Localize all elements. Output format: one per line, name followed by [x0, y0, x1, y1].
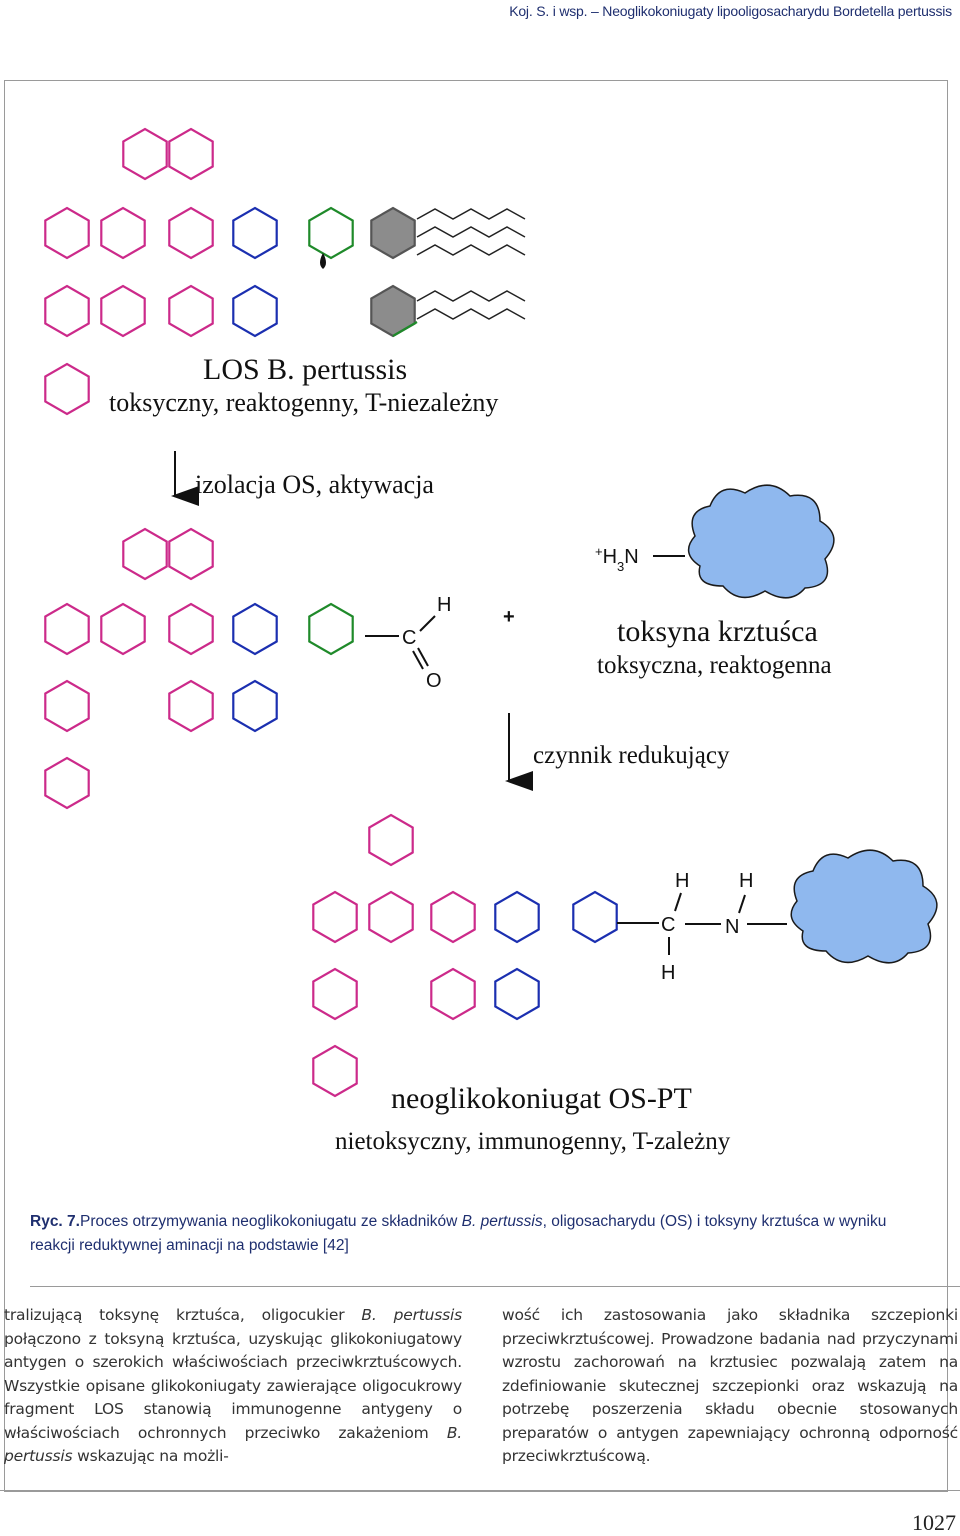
- toxin-subtitle: toksyczna, reaktogenna: [597, 652, 832, 679]
- los-sugar-hex: [308, 206, 354, 260]
- los-sugar-hex: [122, 127, 168, 181]
- toxin-cloud-1: [687, 484, 835, 599]
- os-sugar-hex: [232, 602, 278, 656]
- section-divider: [30, 1286, 960, 1287]
- conjugate-sugar-hex: [430, 890, 476, 944]
- column-left: tralizującą toksynę krztuśca, oligocukie…: [4, 1306, 462, 1465]
- os-sugar-hex: [168, 527, 214, 581]
- los-sugar-hex: [232, 284, 278, 338]
- los-sugar-hex: [232, 206, 278, 260]
- running-header: Koj. S. i wsp. – Neoglikokoniugaty lipoo…: [509, 3, 952, 19]
- los-sugar-hex: [168, 284, 214, 338]
- los-sugar-hex: [168, 206, 214, 260]
- los-sugar-hex: [100, 284, 146, 338]
- product-n: N: [725, 916, 739, 938]
- caption-label: Ryc. 7.: [30, 1213, 80, 1230]
- aldehyde-o: O: [426, 670, 442, 692]
- conjugate-title: neoglikokoniugat OS-PT: [391, 1082, 692, 1115]
- os-sugar-hex: [232, 679, 278, 733]
- toxin-title: toksyna krztuśca: [617, 615, 818, 648]
- plus-sign: +: [503, 606, 515, 628]
- os-sugar-hex: [44, 756, 90, 810]
- toxin-cloud-2: [790, 849, 938, 964]
- os-sugar-hex: [44, 602, 90, 656]
- aldehyde-c: C: [402, 627, 416, 649]
- conjugate-sugar-hex: [368, 813, 414, 867]
- column-right: wość ich zastosowania jako składnika szc…: [502, 1306, 958, 1465]
- los-sugar-hex: [44, 206, 90, 260]
- os-sugar-hex: [100, 602, 146, 656]
- step1-label: izolacja OS, aktywacja: [195, 470, 434, 499]
- product-h2: H: [661, 962, 675, 984]
- conjugate-sugar-hex: [312, 890, 358, 944]
- os-sugar-hex: [122, 527, 168, 581]
- conjugate-sugar-hex: [430, 967, 476, 1021]
- conjugate-sugar-hex: [368, 890, 414, 944]
- los-sugar-hex: [100, 206, 146, 260]
- los-sugar-hex: [44, 362, 90, 416]
- footer-divider: [0, 1490, 960, 1491]
- product-h3: H: [739, 870, 753, 892]
- aldehyde-h: H: [437, 594, 451, 616]
- amine-group: +H3N: [595, 544, 639, 574]
- os-sugar-hex: [308, 602, 354, 656]
- los-sugar-hex: [370, 284, 416, 338]
- os-sugar-hex: [168, 602, 214, 656]
- conjugate-sugar-hex: [494, 967, 540, 1021]
- conjugate-sugar-hex: [494, 890, 540, 944]
- lipid-chains: [416, 208, 526, 320]
- los-sugar-hex: [370, 206, 416, 260]
- reaction-diagram: LOS B. pertussis toksyczny, reaktogenny,…: [44, 127, 938, 1155]
- los-subtitle: toksyczny, reaktogenny, T-niezależny: [109, 388, 498, 417]
- conjugate-sugar-hex: [312, 967, 358, 1021]
- phosphate-drop: [320, 253, 326, 269]
- os-sugar-hex: [44, 679, 90, 733]
- conjugate-subtitle: nietoksyczny, immunogenny, T-zależny: [335, 1128, 731, 1155]
- step2-label: czynnik redukujący: [533, 742, 730, 769]
- page-number: 1027: [912, 1510, 956, 1535]
- product-h1: H: [675, 870, 689, 892]
- los-sugar-hex: [168, 127, 214, 181]
- conjugate-sugar-hex: [312, 1044, 358, 1098]
- product-c: C: [661, 914, 675, 936]
- kdo-link-line: [392, 321, 418, 337]
- conjugate-sugar-hex: [572, 890, 618, 944]
- figure-caption: Ryc. 7.Proces otrzymywania neoglikokoniu…: [30, 1213, 887, 1254]
- los-title: LOS B. pertussis: [203, 353, 407, 386]
- figure-frame: LOS B. pertussis toksyczny, reaktogenny,…: [4, 80, 948, 1492]
- os-sugar-hex: [168, 679, 214, 733]
- los-sugar-hex: [44, 284, 90, 338]
